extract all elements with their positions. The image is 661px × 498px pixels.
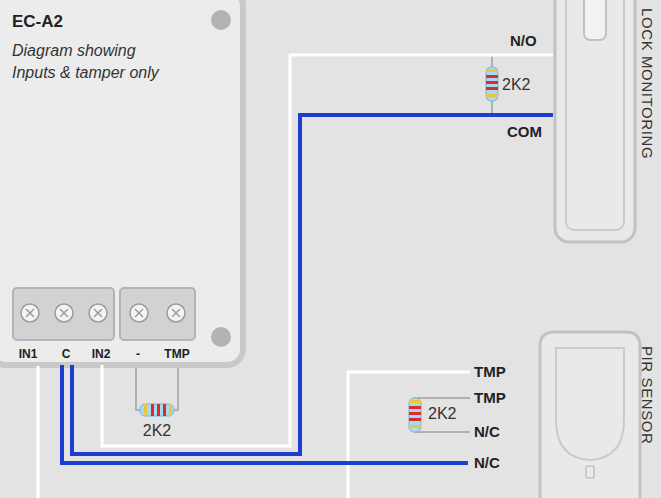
- terminal-block: [13, 288, 114, 340]
- resistor-value: 2K2: [143, 422, 171, 440]
- lock-face: [566, 0, 624, 230]
- wire: [37, 366, 40, 498]
- pin-name: TMP: [164, 347, 189, 361]
- terminal-name: N/C: [474, 423, 500, 440]
- pin-name: IN2: [92, 347, 111, 361]
- board-note: Diagram showing Inputs & tamper only: [12, 40, 177, 84]
- lock-monitor: LOCK MONITORING: [553, 0, 659, 240]
- pin-name: C: [62, 347, 71, 361]
- resistor-symbol: [409, 398, 421, 432]
- terminal-name: COM: [507, 123, 542, 140]
- resistor-lead: [415, 398, 470, 432]
- device-name: PIR SENSOR: [639, 346, 656, 445]
- terminal-block: [120, 288, 195, 340]
- board-outline: [0, 0, 243, 365]
- controller-board: EC-A2Diagram showing Inputs & tamper onl…: [0, 0, 243, 365]
- resistor-symbol: [486, 67, 498, 101]
- terminal-name: TMP: [474, 389, 506, 406]
- wire: [72, 115, 553, 454]
- wire: [348, 372, 470, 498]
- resistor-value: 2K2: [502, 76, 530, 94]
- board-title: EC-A2: [12, 12, 63, 32]
- resistor-symbol: [140, 404, 174, 416]
- pin-name: -: [136, 347, 140, 361]
- pir-led: [586, 466, 594, 478]
- pir-lens: [556, 348, 624, 460]
- terminal-name: TMP: [474, 363, 506, 380]
- pir-housing: [540, 332, 640, 498]
- terminal-name: N/O: [510, 32, 537, 49]
- wire: [62, 365, 468, 463]
- pin-name: IN1: [19, 347, 38, 361]
- terminal-screws: [21, 304, 185, 322]
- device-name: LOCK MONITORING: [639, 8, 656, 159]
- screw-slots: [26, 309, 180, 317]
- pir-sensor: PIR SENSOR: [468, 330, 659, 498]
- mounting-hole: [211, 10, 231, 30]
- lock-housing: [555, 0, 635, 242]
- terminal-name: N/C: [474, 454, 500, 471]
- resistor-value: 2K2: [428, 405, 456, 423]
- lock-slot: [584, 0, 606, 40]
- mounting-hole: [211, 327, 231, 347]
